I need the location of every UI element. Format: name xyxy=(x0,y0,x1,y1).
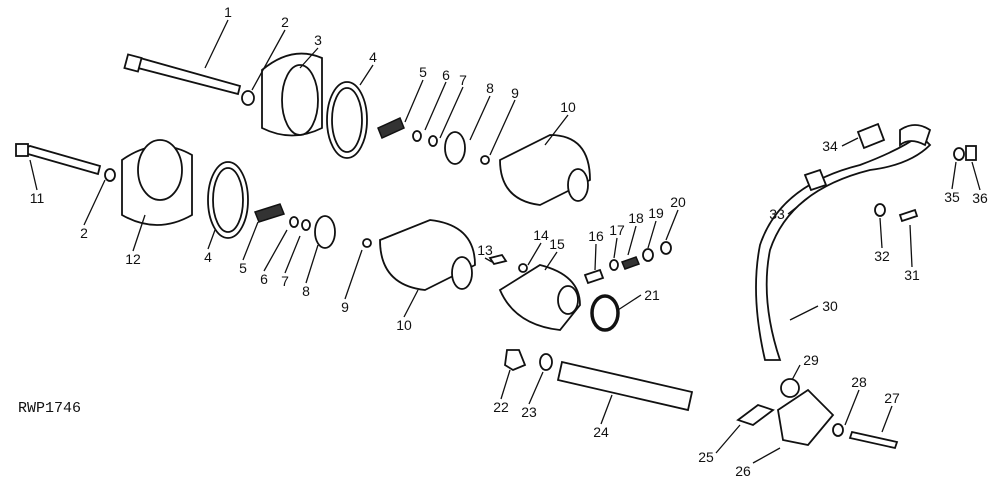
callout-17: 17 xyxy=(609,222,625,238)
callout-13: 13 xyxy=(477,242,493,258)
callout-36: 36 xyxy=(972,190,988,206)
callout-27: 27 xyxy=(884,390,900,406)
callout-6: 6 xyxy=(442,67,450,83)
callout-6b: 6 xyxy=(260,271,268,287)
callout-2: 2 xyxy=(281,14,289,30)
callout-22: 22 xyxy=(493,399,509,415)
callout-29: 29 xyxy=(803,352,819,368)
callout-9: 9 xyxy=(511,85,519,101)
callout-21: 21 xyxy=(644,287,660,303)
callout-32: 32 xyxy=(874,248,890,264)
filter-base-assembly xyxy=(488,241,694,412)
callout-8: 8 xyxy=(486,80,494,96)
leader-lines xyxy=(29,19,981,464)
callout-18: 18 xyxy=(628,210,644,226)
callout-12: 12 xyxy=(125,251,141,267)
callout-19: 19 xyxy=(648,205,664,221)
callout-2b: 2 xyxy=(80,225,88,241)
callout-8b: 8 xyxy=(302,283,310,299)
callout-30: 30 xyxy=(822,298,838,314)
callout-23: 23 xyxy=(521,404,537,420)
callout-1: 1 xyxy=(224,4,232,20)
callout-31: 31 xyxy=(904,267,920,283)
callout-14: 14 xyxy=(533,227,549,243)
upper-filter-assembly xyxy=(123,52,591,206)
callout-25: 25 xyxy=(698,449,714,465)
callout-24: 24 xyxy=(593,424,609,440)
callout-10b: 10 xyxy=(396,317,412,333)
callout-15: 15 xyxy=(549,236,565,252)
callout-7: 7 xyxy=(459,72,467,88)
callout-28: 28 xyxy=(851,374,867,390)
callout-10: 10 xyxy=(560,99,576,115)
callout-33: 33 xyxy=(769,206,785,222)
oil-line-assembly xyxy=(736,122,977,450)
callout-3: 3 xyxy=(314,32,322,48)
callout-labels: 1 2 3 4 5 6 7 8 9 10 11 2 12 4 5 6 7 8 9… xyxy=(30,4,988,479)
callout-35: 35 xyxy=(944,189,960,205)
callout-5b: 5 xyxy=(239,260,247,276)
callout-4: 4 xyxy=(369,49,377,65)
callout-26: 26 xyxy=(735,463,751,479)
callout-16: 16 xyxy=(588,228,604,244)
callout-4b: 4 xyxy=(204,249,212,265)
lower-filter-assembly xyxy=(15,139,476,291)
figure-id: RWP1746 xyxy=(18,400,81,417)
callout-11: 11 xyxy=(30,190,45,206)
callout-34: 34 xyxy=(822,138,838,154)
callout-9b: 9 xyxy=(341,299,349,315)
callout-7b: 7 xyxy=(281,273,289,289)
callout-5: 5 xyxy=(419,64,427,80)
callout-20: 20 xyxy=(670,194,686,210)
